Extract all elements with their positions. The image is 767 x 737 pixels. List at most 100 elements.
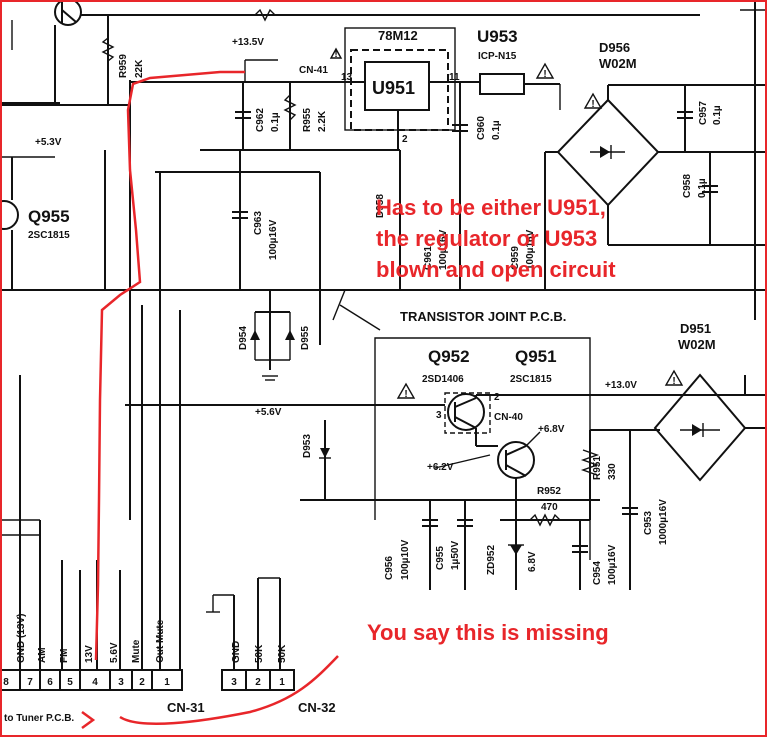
d956-label: D956: [599, 40, 630, 55]
red-arrow-icon: [81, 710, 96, 730]
q952-pin-c: 2: [494, 392, 500, 403]
c957-label: C957: [698, 101, 709, 125]
c963-label: C963: [253, 211, 264, 235]
voltage-5-6: +5.6V: [255, 407, 282, 418]
cn40-label: CN-40: [494, 412, 523, 423]
c961-label: C961: [423, 246, 434, 270]
annotation-line-3: blown and open circuit: [376, 257, 616, 282]
q955-transistor: [0, 200, 19, 230]
cn32-label: CN-32: [298, 700, 336, 715]
u953-label: U953: [477, 27, 518, 46]
cn31-pin-name: GND (13V): [16, 614, 27, 663]
c958-label: C958: [682, 174, 693, 198]
cn41-label: CN-41: [299, 65, 328, 76]
c958-value: 0.1µ: [697, 178, 708, 198]
d951-type: W02M: [678, 337, 716, 352]
cn31-pin-number: 4: [92, 677, 98, 688]
r955-label: R955: [302, 108, 313, 132]
transistor-joint-box: [374, 337, 591, 560]
u951-label: U951: [372, 78, 415, 98]
q955-type: 2SC1815: [28, 230, 70, 241]
svg-text:!: !: [334, 49, 337, 60]
c963-value: 100µ16V: [268, 219, 279, 260]
q951-transistor: [497, 441, 535, 479]
annotation-line-1: Has to be either U951,: [376, 195, 606, 220]
cn31-connector: [0, 669, 183, 691]
warning-triangle-icon: !: [535, 62, 555, 80]
d953-label: D953: [302, 434, 313, 458]
q952-type: 2SD1406: [422, 374, 464, 385]
cn31-pin-name: AM: [37, 647, 48, 663]
voltage-13-5: +13.5V: [232, 37, 264, 48]
voltage-5-3: +5.3V: [35, 137, 62, 148]
cn32-pin-number: 1: [279, 677, 285, 688]
q951-type: 2SC1815: [510, 374, 552, 385]
cn31-pin-number: 1: [164, 677, 170, 688]
cn31-pin-number: 7: [27, 677, 33, 688]
c955-value: 1µ50V: [450, 541, 461, 570]
c953-label: C953: [643, 511, 654, 535]
q-top-left-transistor: [54, 0, 82, 26]
cn31-pin-number: 5: [67, 677, 73, 688]
warning-triangle-icon: !: [329, 47, 343, 60]
u953-type: ICP-N15: [478, 51, 517, 62]
c954-label: C954: [592, 561, 603, 585]
cn32-pin-number: 2: [255, 677, 261, 688]
c957-value: 0.1µ: [712, 105, 723, 125]
c962-label: C962: [255, 108, 266, 132]
d951-bridge: [653, 373, 747, 482]
cn31-pin-number: 6: [47, 677, 53, 688]
c960-label: C960: [476, 116, 487, 140]
cn32-pin-name: 50K: [277, 644, 288, 663]
c962-value: 0.1µ: [270, 112, 281, 132]
cn31-pin-name: FM: [59, 649, 70, 663]
q952-pin-b: 3: [436, 410, 442, 421]
d954-label: D954: [238, 326, 249, 350]
cn32-pin-name: GND: [231, 641, 242, 663]
r951-value: 330: [607, 463, 618, 480]
cn32-pin-name: 50K: [254, 644, 265, 663]
u951-type: 78M12: [378, 28, 418, 43]
cn31-pin-number: 8: [3, 677, 9, 688]
transistor-joint-label: TRANSISTOR JOINT P.C.B.: [400, 309, 566, 324]
r955-value: 2.2K: [317, 110, 328, 132]
r951-label: R951: [592, 456, 603, 480]
cn31-label: CN-31: [167, 700, 205, 715]
c955-label: C955: [435, 546, 446, 570]
r952-value: 470: [541, 502, 558, 513]
to-tuner-label: to Tuner P.C.B.: [4, 713, 74, 724]
cn31-pin-number: 3: [118, 677, 124, 688]
r959-label: R959: [118, 54, 129, 78]
r952-label: R952: [537, 486, 561, 497]
cn32-pin-number: 3: [231, 677, 237, 688]
c960-value: 0.1µ: [491, 120, 502, 140]
cn31-pin-name: Out Mute: [155, 619, 166, 663]
c953-value: 1000µ16V: [658, 499, 669, 545]
cn31-pin-name: Mute: [131, 639, 142, 663]
red-trace-line: [94, 70, 245, 661]
d958-label: D958: [375, 194, 386, 218]
c956-value: 100µ10V: [400, 539, 411, 580]
voltage-6-2: +6.2V: [427, 462, 454, 473]
voltage-13-0: +13.0V: [605, 380, 637, 391]
red-curve-line: [119, 655, 339, 725]
d951-label: D951: [680, 321, 711, 336]
q952-transistor: [447, 393, 485, 431]
zd952-label: ZD952: [486, 545, 497, 575]
r959-value: 22K: [134, 59, 145, 78]
warning-triangle-icon: !: [664, 369, 684, 387]
svg-text:!: !: [404, 389, 407, 400]
d955-label: D955: [300, 326, 311, 350]
svg-text:!: !: [672, 376, 675, 387]
cn31-pin-name: 13V: [84, 645, 95, 663]
c961-value: 100µ16V: [438, 229, 449, 270]
u953-fuse: [479, 73, 525, 95]
annotation-line-2: the regulator or U953: [376, 226, 597, 251]
cn32-connector: [221, 669, 295, 691]
c959-label: C959: [510, 246, 521, 270]
zd952-value: 6.8V: [527, 551, 538, 572]
c956-label: C956: [384, 556, 395, 580]
q955-label: Q955: [28, 207, 70, 226]
